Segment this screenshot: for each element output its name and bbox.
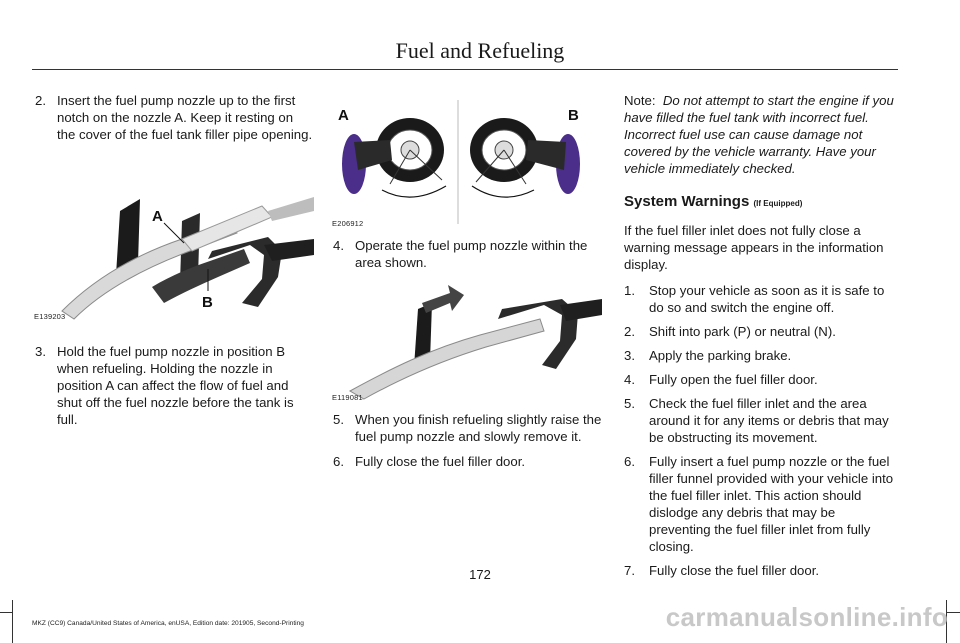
column-middle: A B E206912 4. Operate the fuel pump noz…	[330, 98, 602, 470]
step-number: 4.	[333, 238, 344, 253]
step-2: 2. Insert the fuel pump nozzle up to the…	[32, 92, 314, 143]
figure-id: E139203	[34, 312, 66, 321]
figure-id: E206912	[332, 219, 364, 228]
watermark: carmanualsonline.info	[665, 602, 948, 632]
step-6: 6. Fully close the fuel filler door.	[330, 453, 602, 470]
crop-mark	[946, 600, 947, 643]
step-5: 5. When you finish refueling slightly ra…	[330, 411, 602, 445]
step-number: 2.	[35, 93, 46, 108]
section-heading: System Warnings (If Equipped)	[624, 193, 896, 212]
page-number: 172	[469, 567, 491, 582]
step-text: Fully close the fuel filler door.	[355, 454, 526, 469]
step-number: 5.	[333, 412, 344, 427]
label-a: A	[152, 208, 163, 225]
step-text: Operate the fuel pump nozzle within the …	[355, 238, 588, 270]
list-item: 6.Fully insert a fuel pump nozzle or the…	[624, 454, 894, 554]
column-right: Note: Do not attempt to start the engine…	[624, 92, 896, 586]
list-item: 7.Fully close the fuel filler door.	[624, 563, 820, 578]
note-paragraph: Note: Do not attempt to start the engine…	[624, 92, 896, 177]
step-text: When you finish refueling slightly raise…	[355, 412, 602, 444]
list-item: 1.Stop your vehicle as soon as it is saf…	[624, 283, 885, 315]
column-left: 2. Insert the fuel pump nozzle up to the…	[32, 92, 314, 428]
figure-nozzle-area: E119081	[330, 279, 602, 402]
note-label: Note:	[624, 93, 656, 108]
list-item: 4.Fully open the fuel filler door.	[624, 372, 818, 387]
list-item: 3.Apply the parking brake.	[624, 348, 792, 363]
nozzle-area-illustration	[348, 285, 602, 400]
step-3: 3. Hold the fuel pump nozzle in position…	[32, 343, 314, 428]
step-number: 6.	[333, 454, 344, 469]
label-a: A	[338, 107, 349, 124]
header-divider	[32, 69, 898, 70]
note-text: Do not attempt to start the engine if yo…	[624, 93, 894, 176]
heading-text: System Warnings	[624, 193, 750, 210]
footer-edition-info: MKZ (CC9) Canada/United States of Americ…	[32, 620, 304, 627]
crop-mark	[0, 612, 12, 613]
warning-steps-list: 1.Stop your vehicle as soon as it is saf…	[624, 282, 896, 579]
figure-nozzle-positions: A B E139203	[32, 151, 314, 323]
crop-mark	[12, 600, 13, 643]
label-b: B	[568, 107, 579, 124]
crop-mark	[947, 612, 960, 613]
step-text: Insert the fuel pump nozzle up to the fi…	[57, 93, 313, 142]
step-text: Hold the fuel pump nozzle in position B …	[57, 344, 294, 427]
list-item: 5.Check the fuel filler inlet and the ar…	[624, 396, 889, 445]
figure-id: E119081	[332, 393, 363, 402]
list-item: 2.Shift into park (P) or neutral (N).	[624, 324, 836, 339]
step-number: 3.	[35, 344, 46, 359]
filler-rotation-illustration: A B	[338, 100, 580, 224]
page-header-title: Fuel and Refueling	[395, 38, 565, 63]
nozzle-illustration: A B	[61, 197, 314, 320]
label-b: B	[202, 294, 213, 311]
heading-qualifier: (If Equipped)	[753, 199, 803, 208]
intro-paragraph: If the fuel filler inlet does not fully …	[624, 223, 884, 272]
step-4: 4. Operate the fuel pump nozzle within t…	[330, 237, 602, 271]
figure-filler-rotation: A B E206912	[330, 98, 602, 228]
